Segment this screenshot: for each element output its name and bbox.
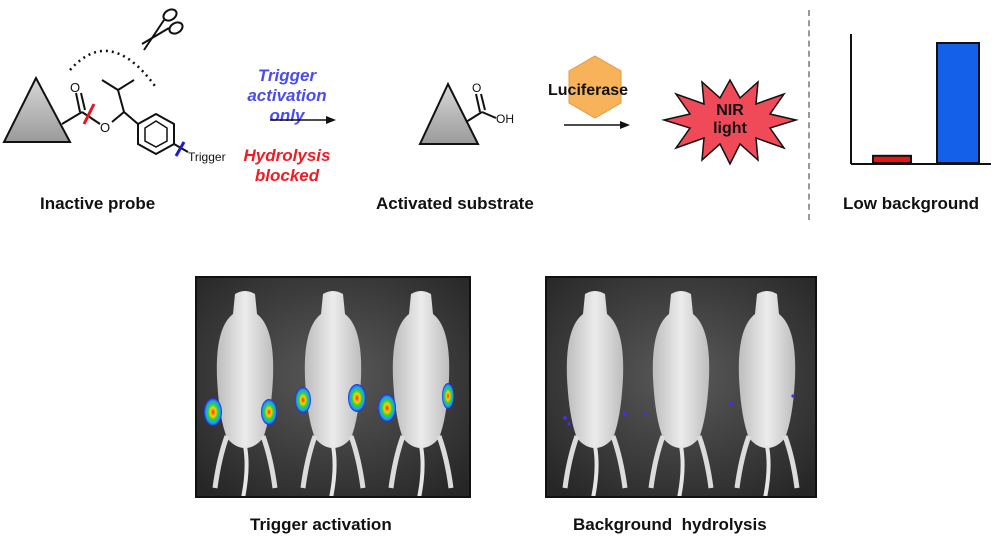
bar-1: [936, 42, 980, 164]
hydrolysis-blocked-caption: Hydrolysis blocked: [243, 146, 331, 185]
low-background-bar-chart: [850, 34, 991, 165]
luciferase-label: Luciferase: [548, 82, 629, 99]
background-hydrolysis-label: Background hydrolysis: [573, 515, 767, 534]
background-hydrolysis-image: [547, 278, 815, 496]
trigger-activation-image: [197, 278, 469, 496]
nir-light-burst: [661, 78, 799, 166]
substrate-core-triangle: [418, 81, 480, 145]
scissors-icon: [141, 8, 184, 51]
benzene-ring: [137, 112, 175, 156]
trigger-activation-label: Trigger activation: [250, 515, 392, 534]
activated-substrate-structure: O OH: [418, 81, 514, 145]
svg-text:OH: OH: [496, 112, 514, 126]
bar-0: [872, 154, 912, 165]
inactive-probe-label: Inactive probe: [40, 194, 156, 213]
svg-text:O: O: [100, 120, 110, 135]
svg-text:O: O: [472, 81, 481, 95]
reaction-arrow-2: [564, 121, 630, 129]
inactive-probe-structure: O O Trigger: [2, 8, 226, 164]
dotted-arc: [69, 49, 157, 87]
background-hydrolysis-panel: [545, 276, 817, 498]
dashed-divider: [808, 10, 810, 220]
nir-light-label: NIR light: [713, 102, 747, 137]
low-background-label: Low background: [843, 194, 979, 213]
probe-core-triangle: [2, 75, 72, 143]
cleavage-mark: [82, 103, 96, 125]
trigger-label: Trigger: [188, 150, 226, 164]
activated-substrate-label: Activated substrate: [376, 194, 534, 213]
trigger-activation-panel: [195, 276, 471, 498]
svg-text:O: O: [70, 80, 80, 95]
reaction-arrow-1: [270, 116, 336, 124]
luciferase-hexagon: [568, 55, 622, 119]
trigger-cleavage-mark: [174, 141, 186, 157]
